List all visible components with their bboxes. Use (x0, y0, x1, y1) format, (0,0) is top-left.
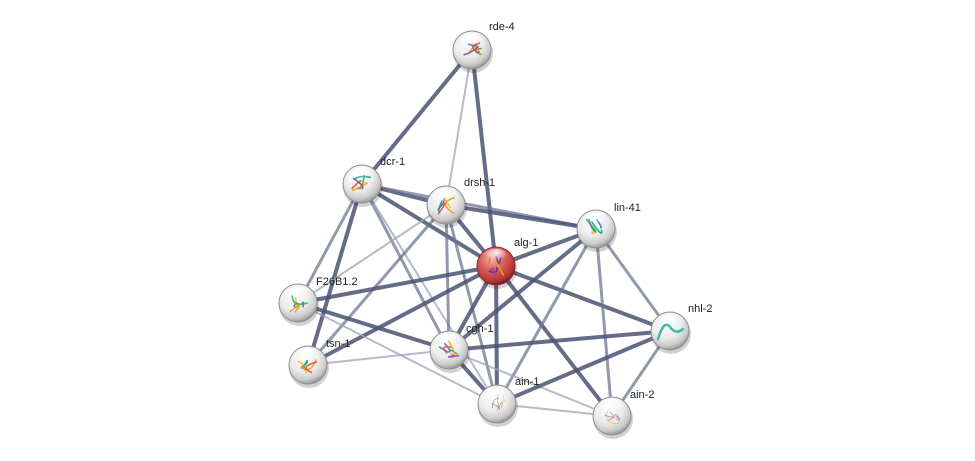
bubble-highlight (349, 167, 375, 183)
edge-tsn-1-cgh-1[interactable] (307, 349, 450, 366)
node-cgh-1[interactable]: cgh-1 (429, 323, 494, 373)
edge-dcr-1-ain-1[interactable] (361, 183, 498, 405)
node-lin-41[interactable]: lin-41 (576, 202, 641, 252)
edge-ain-1-nhl-2[interactable] (496, 329, 671, 406)
bubble-highlight (583, 212, 609, 228)
node-tsn-1[interactable]: tsn-1 (288, 338, 350, 388)
structure-strand (489, 267, 495, 276)
node-label: tsn-1 (326, 338, 350, 350)
node-label: drsh-1 (464, 177, 495, 189)
node-ain-1[interactable]: ain-1 (477, 376, 539, 427)
structure-strand (608, 417, 615, 420)
edge-cgh-1-nhl-2[interactable] (448, 329, 671, 352)
bubble-highlight (483, 249, 509, 265)
edge-rde-4-alg-1[interactable] (470, 49, 498, 267)
node-label: ain-1 (515, 376, 539, 388)
edge-rde-4-drsh-1[interactable] (445, 49, 473, 206)
structure-strand (289, 304, 301, 313)
bubble-highlight (436, 333, 462, 349)
node-label: rde-4 (489, 21, 515, 33)
structure-strand (591, 230, 596, 235)
bubble-highlight (599, 399, 625, 415)
edge-dcr-1-tsn-1[interactable] (306, 183, 364, 366)
edge-lin-41-cgh-1[interactable] (447, 227, 598, 352)
edge-F26B1.2-cgh-1[interactable] (297, 301, 450, 352)
node-label: cgh-1 (466, 323, 494, 335)
bubble-highlight (285, 286, 311, 302)
bubble-highlight (433, 188, 459, 204)
node-F26B1.2[interactable]: F26B1.2 (278, 276, 358, 326)
edge-alg-1-nhl-2[interactable] (495, 264, 671, 333)
node-label: lin-41 (614, 202, 641, 214)
edge-alg-1-tsn-1[interactable] (307, 264, 497, 367)
edge-drsh-1-ain-1[interactable] (444, 204, 499, 405)
bubble-highlight (295, 348, 321, 364)
edge-drsh-1-F26B1.2[interactable] (297, 204, 447, 304)
edge-rde-4-dcr-1[interactable] (360, 48, 474, 186)
node-alg-1[interactable]: alg-1 (476, 237, 538, 289)
edge-alg-1-ain-1[interactable] (494, 265, 499, 405)
edge-lin-41-ain-2[interactable] (594, 228, 614, 417)
node-ain-2[interactable]: ain-2 (592, 389, 654, 439)
edge-cgh-1-ain-2[interactable] (448, 349, 613, 417)
node-dcr-1[interactable]: dcr-1 (342, 156, 405, 207)
edge-drsh-1-lin-41[interactable] (445, 203, 597, 231)
node-label: alg-1 (514, 237, 538, 249)
bubble-highlight (484, 387, 510, 403)
structure-strand (491, 402, 500, 409)
edges-layer (296, 48, 672, 418)
node-label: F26B1.2 (316, 276, 358, 288)
edge-drsh-1-tsn-1[interactable] (306, 204, 448, 366)
node-nhl-2[interactable]: nhl-2 (650, 303, 712, 354)
structure-strand (351, 182, 368, 192)
edge-dcr-1-F26B1.2[interactable] (296, 183, 364, 304)
structure-strand (607, 416, 619, 422)
node-rde-4[interactable]: rde-4 (452, 21, 515, 73)
bubble-highlight (459, 33, 485, 49)
edge-alg-1-F26B1.2[interactable] (297, 264, 497, 305)
structure-strand (488, 266, 498, 273)
edge-dcr-1-cgh-1[interactable] (360, 183, 451, 351)
node-drsh-1[interactable]: drsh-1 (426, 177, 495, 228)
structure-strand (618, 417, 621, 423)
edge-lin-41-nhl-2[interactable] (594, 228, 672, 332)
edge-F26B1.2-ain-1[interactable] (297, 302, 498, 405)
bubble-highlight (657, 314, 683, 330)
edge-lin-41-ain-1[interactable] (495, 228, 598, 405)
node-label: ain-2 (630, 389, 654, 401)
edge-drsh-1-cgh-1[interactable] (444, 204, 451, 351)
node-label: nhl-2 (688, 303, 712, 315)
structure-strand (447, 354, 460, 358)
node-label: dcr-1 (380, 156, 405, 168)
